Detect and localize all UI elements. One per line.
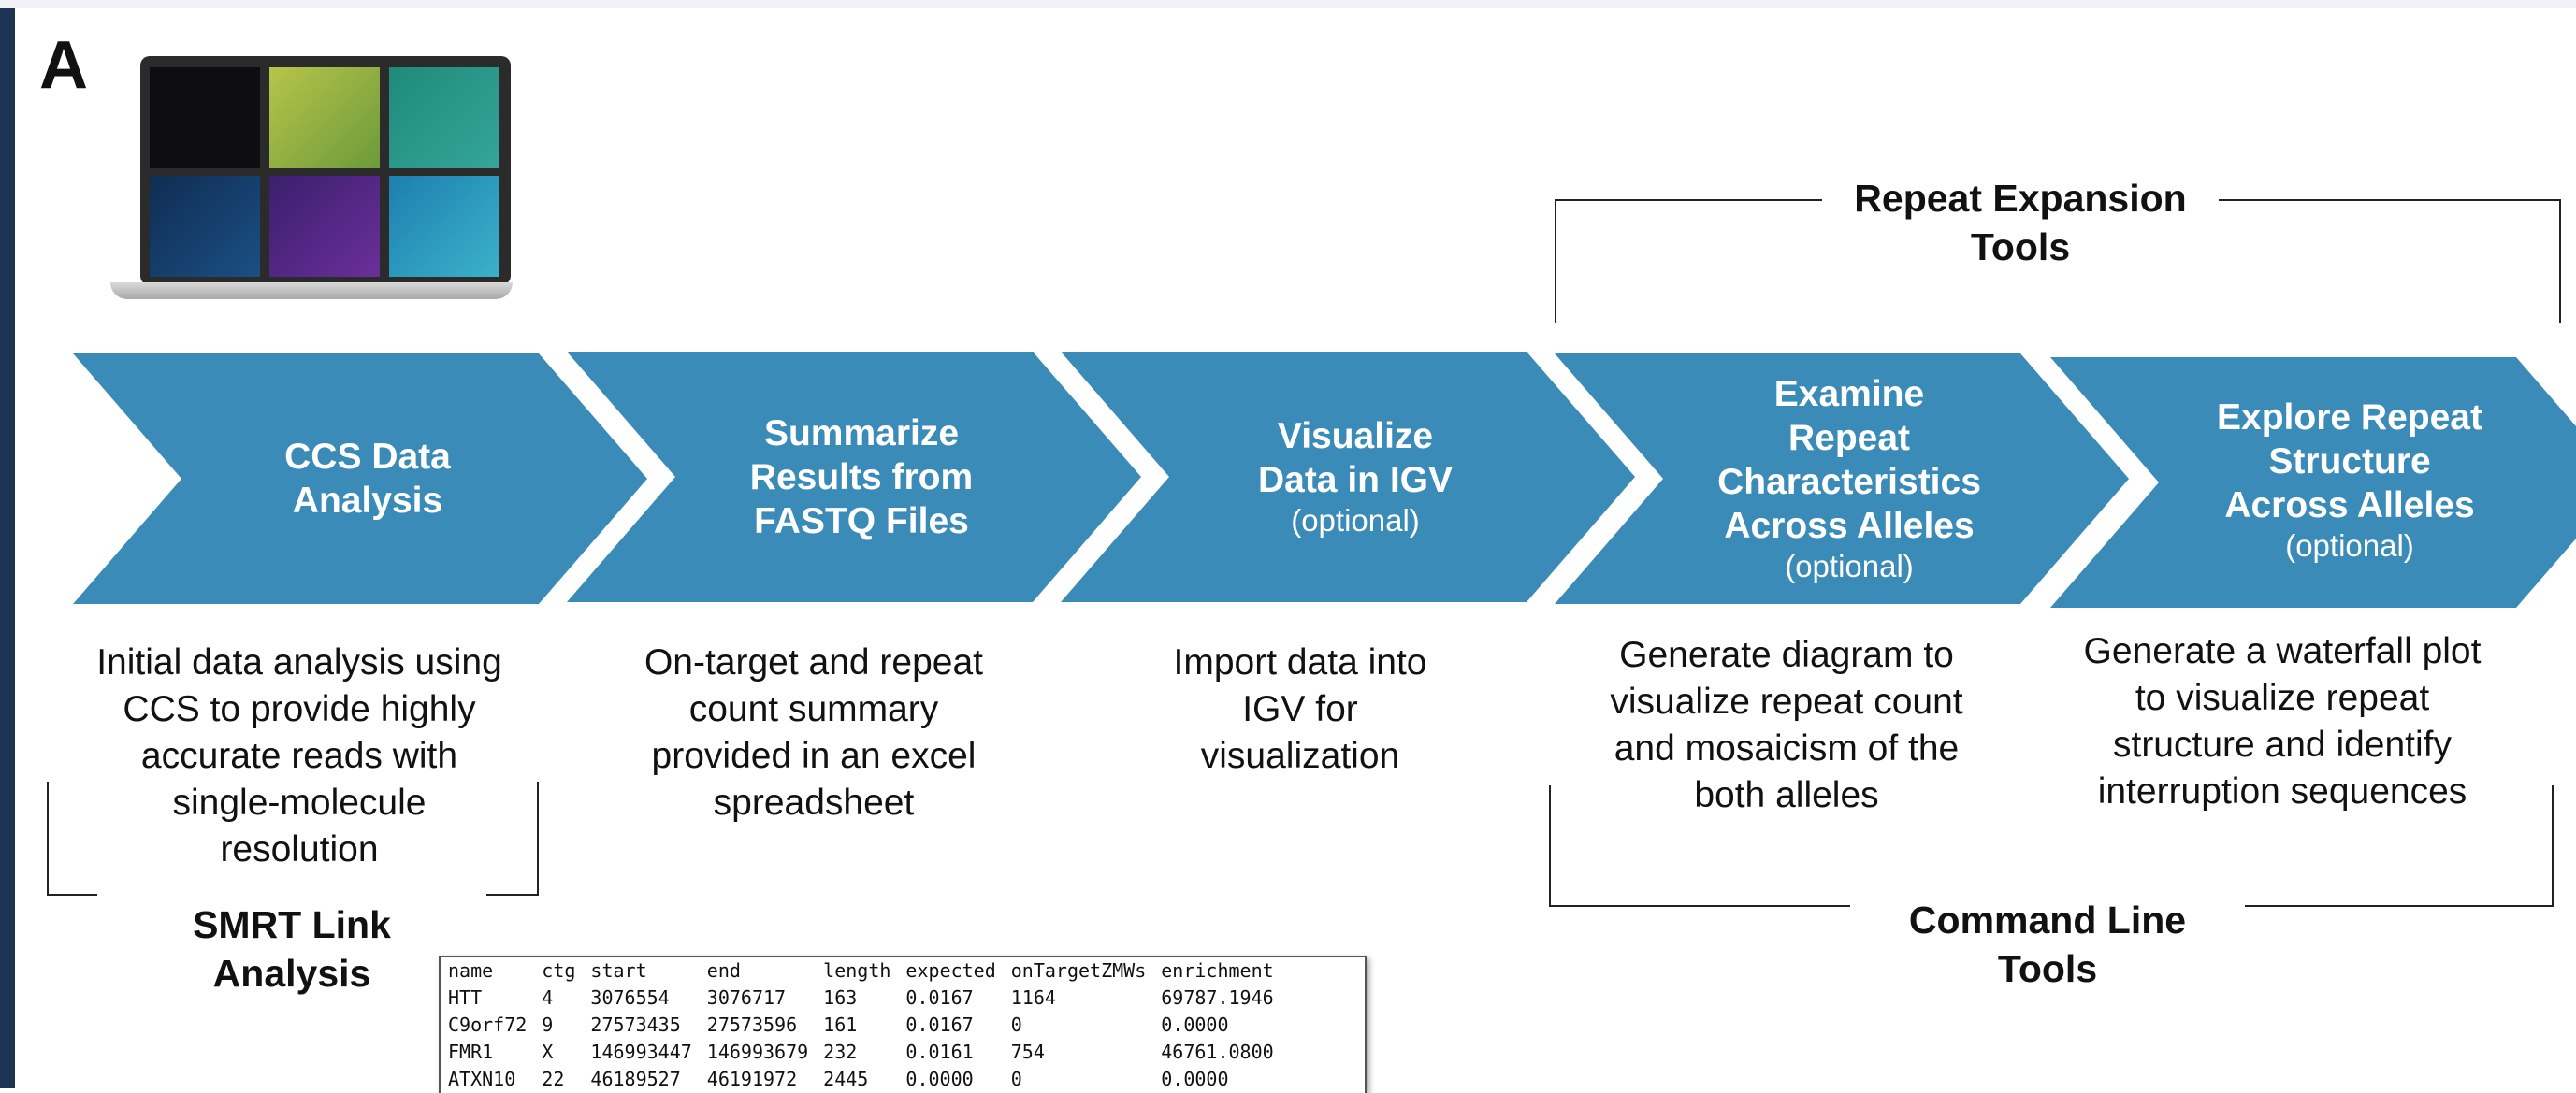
table-cell: 22 bbox=[542, 1068, 565, 1090]
table-row: HTT 4 3076554 3076717 163 0.0167 1164 69… bbox=[441, 985, 1281, 1012]
table-row: FMR1 X 146993447 146993679 232 0.0161 75… bbox=[441, 1039, 1281, 1066]
table-cell: 0 bbox=[1010, 1068, 1022, 1090]
table-cell: 232 bbox=[823, 1041, 858, 1063]
table-cell: 9 bbox=[542, 1014, 554, 1036]
table-cell: HTT bbox=[448, 986, 483, 1009]
table-cell: 2445 bbox=[823, 1068, 869, 1090]
table-cell: C9orf72 bbox=[448, 1014, 528, 1036]
laptop-screen bbox=[140, 56, 511, 285]
laptop-base bbox=[110, 282, 513, 299]
table-cell: 146993447 bbox=[590, 1041, 692, 1063]
table-cell: 161 bbox=[823, 1014, 858, 1036]
table-cell: 27573596 bbox=[706, 1014, 798, 1036]
command-line-tools-label: Command Line Tools bbox=[1850, 896, 2245, 993]
table-cell: 0.0000 bbox=[1161, 1014, 1229, 1036]
table-header-cell: expected bbox=[905, 959, 996, 982]
smrt-link-bracket bbox=[47, 782, 49, 896]
table-cell: 1164 bbox=[1010, 986, 1056, 1009]
table-cell: 0.0161 bbox=[905, 1041, 974, 1063]
table-cell: 146993679 bbox=[706, 1041, 809, 1063]
left-sidebar-strip bbox=[0, 8, 15, 1088]
table-header-row: name ctg start end length expected onTar… bbox=[441, 957, 1281, 985]
table-cell: 0.0000 bbox=[1161, 1068, 1229, 1090]
table-row: C9orf72 9 27573435 27573596 161 0.0167 0… bbox=[441, 1012, 1281, 1039]
table-cell: 0.0167 bbox=[905, 986, 974, 1009]
smrt-link-analysis-label: SMRT Link Analysis bbox=[97, 900, 486, 998]
table-cell: 0 bbox=[1010, 1014, 1022, 1036]
table-cell: 0.0000 bbox=[905, 1068, 974, 1090]
table-header-cell: enrichment bbox=[1161, 959, 1274, 982]
table-row: ATXN10 22 46189527 46191972 2445 0.0000 … bbox=[441, 1066, 1281, 1093]
table-cell: 754 bbox=[1010, 1041, 1045, 1063]
table-cell: ATXN10 bbox=[448, 1068, 516, 1090]
table-cell: 46761.0800 bbox=[1161, 1041, 1274, 1063]
summary-table: name ctg start end length expected onTar… bbox=[439, 956, 1367, 1093]
table-header-cell: start bbox=[590, 959, 647, 982]
table-cell: X bbox=[542, 1041, 554, 1063]
table-cell: 3076717 bbox=[706, 986, 787, 1009]
repeat-expansion-tools-label: Repeat Expansion Tools bbox=[1822, 174, 2219, 271]
table-header-cell: name bbox=[448, 959, 494, 982]
top-bar bbox=[0, 0, 2576, 8]
table-header-cell: end bbox=[706, 959, 741, 982]
table-cell: 46191972 bbox=[706, 1068, 798, 1090]
table-cell: 3076554 bbox=[590, 986, 670, 1009]
table-cell: 69787.1946 bbox=[1161, 986, 1274, 1009]
table-cell: 4 bbox=[542, 986, 554, 1009]
table-cell: 163 bbox=[823, 986, 858, 1009]
repeat-expansion-bracket bbox=[1555, 199, 1556, 323]
command-line-bracket bbox=[1549, 785, 1551, 907]
table-cell: 27573435 bbox=[590, 1014, 681, 1036]
table-header-cell: onTargetZMWs bbox=[1010, 959, 1147, 982]
table-header-cell: length bbox=[823, 959, 891, 982]
table-cell: 46189527 bbox=[590, 1068, 681, 1090]
table-header-cell: ctg bbox=[542, 959, 576, 982]
table-cell: FMR1 bbox=[448, 1041, 494, 1063]
panel-label: A bbox=[39, 28, 88, 103]
table-cell: 0.0167 bbox=[905, 1014, 974, 1036]
